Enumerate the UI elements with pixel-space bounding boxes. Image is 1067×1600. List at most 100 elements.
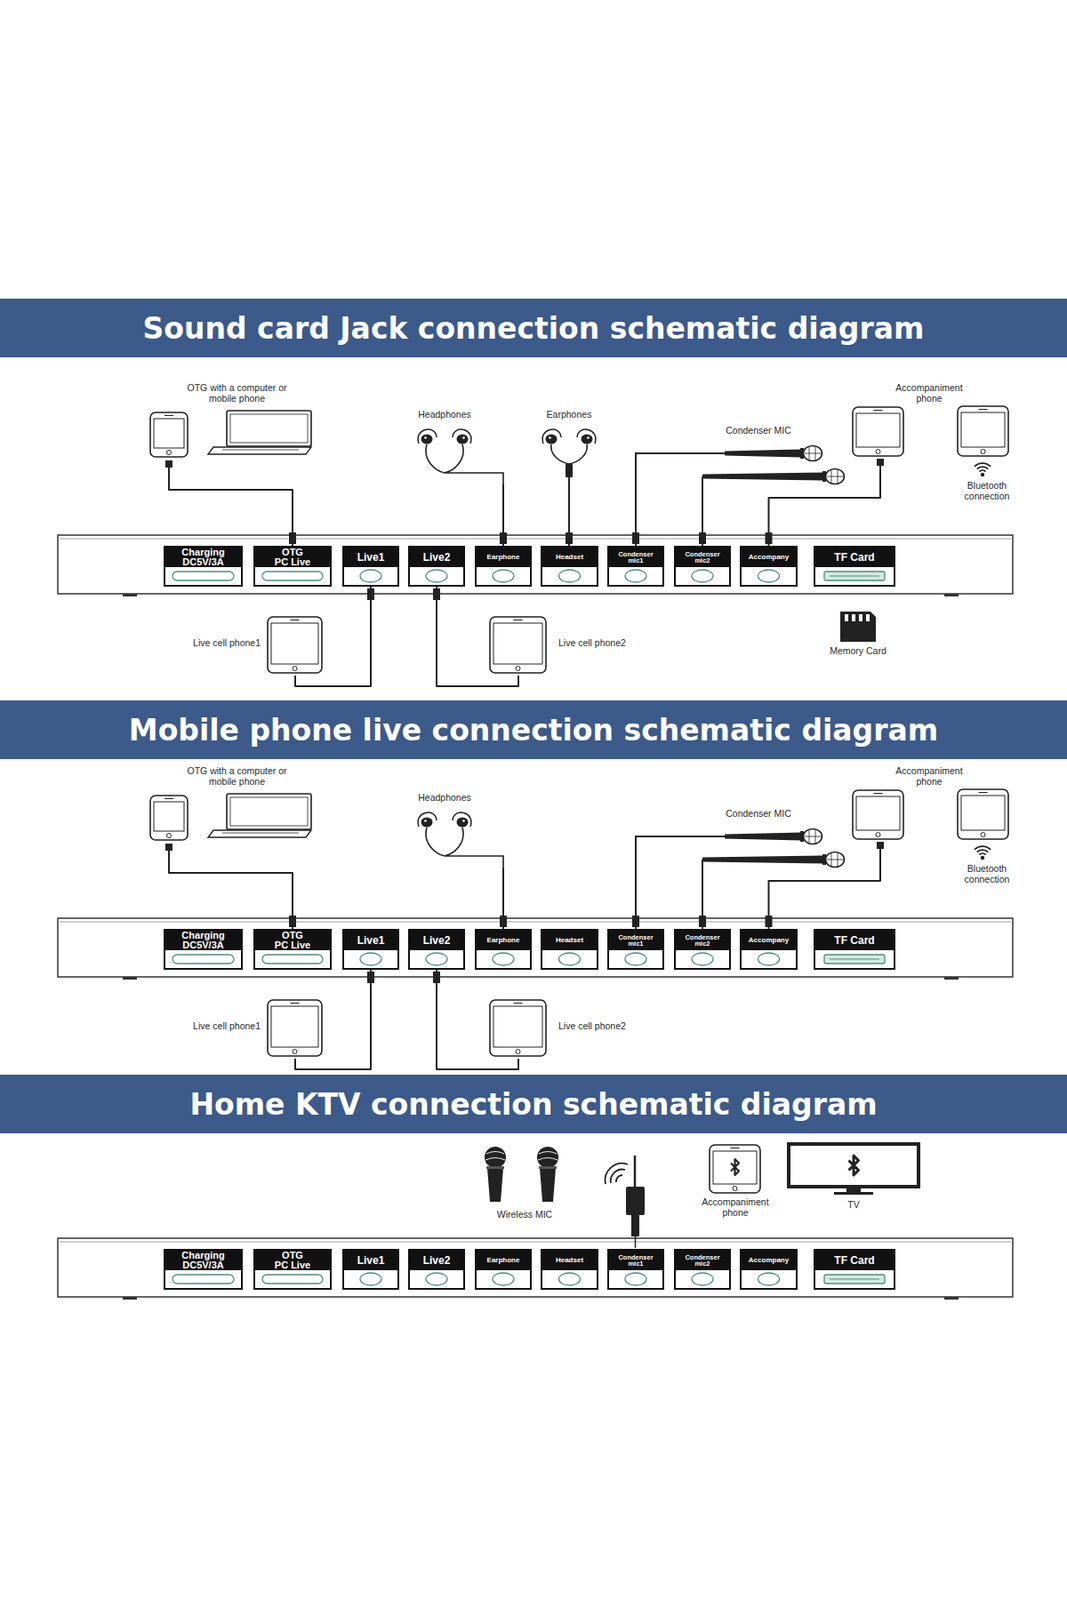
banner-title: Home KTV connection schematic diagram xyxy=(189,1087,877,1123)
jack-area xyxy=(675,567,730,586)
port-jack: TF Card xyxy=(813,1249,896,1291)
jack-area xyxy=(609,567,663,586)
port-label: Live1 xyxy=(345,935,396,947)
port-label: Live2 xyxy=(411,1255,462,1267)
jack-area xyxy=(476,567,530,586)
jack-socket xyxy=(165,1270,241,1289)
peripheral-device: OTG with a computer or mobile phone xyxy=(142,765,321,859)
port-label: Headset xyxy=(544,937,595,945)
jack-area xyxy=(741,567,796,586)
port-label-plate: TF Card xyxy=(815,547,894,568)
label-holder: Live cell phone1 xyxy=(155,637,261,649)
sound-card-housing xyxy=(57,1238,1013,1298)
label-holder: Condenser MIC xyxy=(706,808,811,819)
jack-area xyxy=(255,567,330,586)
housing-foot xyxy=(944,593,959,597)
wireless-signal xyxy=(974,846,991,851)
ear-hook xyxy=(577,429,596,444)
phone-button xyxy=(292,666,297,672)
audio-socket xyxy=(559,953,581,966)
jack-socket xyxy=(542,950,597,969)
port-label: Condenser mic1 xyxy=(616,1254,656,1268)
peripheral-device: Memory Card xyxy=(804,608,912,662)
jack-area xyxy=(476,950,530,969)
port-label-plate: Condenser mic1 xyxy=(609,547,663,568)
port-label-plate: Condenser mic1 xyxy=(609,1251,663,1271)
device-label: Earphones xyxy=(520,409,618,420)
phone-speaker xyxy=(730,1147,740,1149)
tv-stand xyxy=(834,1192,874,1196)
port-label-plate: Earphone xyxy=(476,930,530,951)
port-label: OTG PC Live xyxy=(274,1251,312,1271)
label-holder: OTG with a computer or mobile phone xyxy=(181,382,293,404)
device-label: Accompaniment phone xyxy=(893,382,965,404)
label-holder: Earphones xyxy=(520,409,618,420)
phone-body xyxy=(852,407,904,457)
port-label: TF Card xyxy=(817,1255,892,1267)
port-label-plate: Live1 xyxy=(344,547,398,568)
port-label-plate: Condenser mic2 xyxy=(675,930,730,951)
jack-socket xyxy=(409,950,464,969)
audio-socket xyxy=(758,569,780,583)
jack-area xyxy=(255,1270,330,1289)
jack-area xyxy=(344,567,398,586)
device-label: Condenser MIC xyxy=(706,808,811,819)
laptop-base xyxy=(208,447,312,455)
label-holder: Headphones xyxy=(400,792,490,803)
laptop-keys xyxy=(222,833,299,835)
port-jack: Condenser mic2 xyxy=(673,929,731,971)
device-icon xyxy=(400,792,512,868)
ear-hook xyxy=(417,812,437,827)
port-jack: Live1 xyxy=(342,545,400,587)
housing-foot xyxy=(944,977,959,980)
housing-foot xyxy=(944,1297,959,1300)
cable xyxy=(879,849,882,855)
port-jack: Condenser mic2 xyxy=(673,1249,731,1291)
cable-plug xyxy=(698,532,706,545)
label-holder: TV xyxy=(782,1199,925,1211)
peripheral-device: Live cell phone1 xyxy=(155,613,325,676)
jack-socket xyxy=(165,950,241,969)
peripheral-device: Live cell phone2 xyxy=(487,996,666,1059)
jack-socket xyxy=(165,567,241,586)
peripheral-device: Live cell phone2 xyxy=(487,613,666,676)
cable xyxy=(168,850,170,859)
port-jack: Charging DC5V/3A xyxy=(163,545,243,587)
port-label: Accompany xyxy=(743,1257,795,1265)
device-label: Live cell phone2 xyxy=(558,1020,664,1032)
jack-socket xyxy=(255,567,330,586)
port-label-plate: TF Card xyxy=(815,1251,894,1271)
port-jack: Live2 xyxy=(408,545,466,587)
label-holder: Memory Card xyxy=(804,645,912,657)
usb-socket xyxy=(262,571,323,581)
label-holder: Headphones xyxy=(400,409,490,420)
port-label: Condenser mic2 xyxy=(682,934,723,948)
port-label: Condenser mic1 xyxy=(616,551,656,565)
port-jack: Earphone xyxy=(474,545,532,587)
phone-body xyxy=(150,795,188,841)
phone-button xyxy=(167,834,172,839)
mic-handle xyxy=(702,856,824,865)
port-label: Earphone xyxy=(478,1257,529,1265)
cable-plug xyxy=(288,532,297,545)
cable xyxy=(425,444,504,485)
port-label-plate: Charging DC5V/3A xyxy=(165,1251,241,1271)
device-label: OTG with a computer or mobile phone xyxy=(181,765,293,787)
jack-socket xyxy=(609,950,663,969)
jack-area xyxy=(741,1270,796,1289)
phone-body xyxy=(267,617,322,674)
audio-socket xyxy=(360,1273,382,1286)
jack-socket xyxy=(815,1270,894,1289)
label-holder: Live cell phone1 xyxy=(155,1020,261,1032)
cable xyxy=(551,444,587,465)
audio-socket xyxy=(625,1273,647,1286)
phone-screen xyxy=(271,1006,319,1048)
mic-grille xyxy=(485,1152,506,1162)
cable-plug xyxy=(499,532,507,545)
port-label: Accompany xyxy=(743,937,795,945)
phone-body xyxy=(852,790,904,840)
housing-foot xyxy=(122,1297,137,1300)
card-contact xyxy=(866,614,870,622)
jack-socket xyxy=(609,1270,663,1289)
mic-head xyxy=(803,446,823,462)
